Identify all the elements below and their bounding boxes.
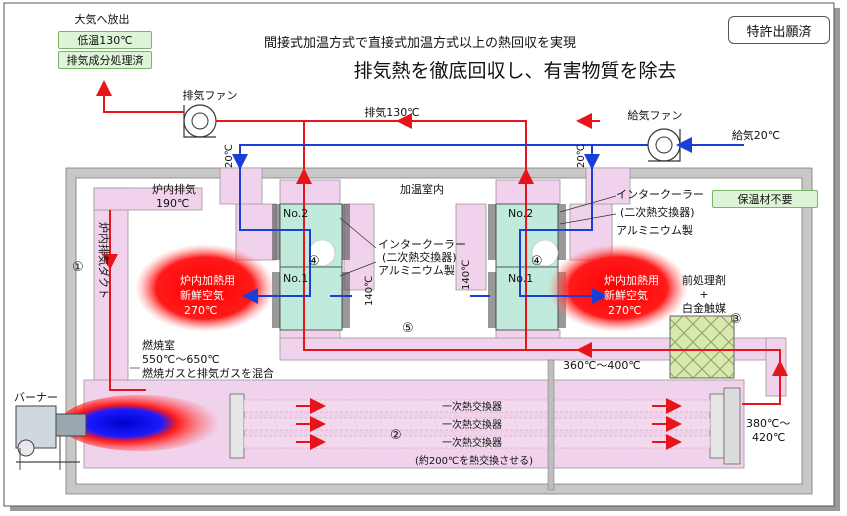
left-outer-duct xyxy=(343,203,375,291)
left-air-label-3: 270℃ xyxy=(184,304,217,317)
right-intercooler-label-3: アルミニウム製 xyxy=(616,223,693,237)
burner-flame xyxy=(60,395,220,451)
right-intercooler-label-1: インタークーラー xyxy=(616,188,704,201)
right-hot-air-flame xyxy=(548,244,688,332)
temp-140-left: 140℃ xyxy=(364,276,375,306)
combustion-label-3: 燃焼ガスと排気ガスを混合 xyxy=(142,366,274,380)
left-hot-air-flame xyxy=(135,244,275,332)
temp-140-right: 140℃ xyxy=(461,260,472,290)
catalyst-box xyxy=(669,315,735,379)
right-outer-duct xyxy=(455,203,487,291)
patent-badge: 特許出願済 xyxy=(728,16,830,44)
marker-5: ⑤ xyxy=(402,321,414,336)
duct-label: 炉内排気ダクト xyxy=(97,222,111,299)
room-label: 加温室内 xyxy=(400,182,444,196)
hx-label-3: 一次熱交換器 xyxy=(442,436,502,449)
supply-fan-icon xyxy=(647,128,681,162)
hx-tube-3 xyxy=(243,435,711,449)
right-intercooler-label-2: (二次熱交換器) xyxy=(620,205,695,219)
temp-380-label-2: 420℃ xyxy=(752,431,785,444)
exhaust-fan-icon xyxy=(183,104,217,138)
temp-380-label-1: 380℃～ xyxy=(746,417,790,430)
burner-label: バーナー xyxy=(14,391,58,404)
exhaust-fan-label: 排気ファン xyxy=(183,88,238,102)
temp-20-left: 20℃ xyxy=(224,144,235,168)
exhaust-out-arrow xyxy=(96,80,184,113)
right-air-label-1: 炉内加熱用 xyxy=(604,273,659,287)
left-top-duct xyxy=(279,179,341,205)
supply-flow-left xyxy=(239,144,648,297)
left-air-label-1: 炉内加熱用 xyxy=(180,273,235,287)
marker-3: ③ xyxy=(730,312,742,327)
subtitle: 間接式加温方式で直接式加温方式以上の熱回収を実現 xyxy=(264,35,576,51)
page-title: 排気熱を徹底回収し、有害物質を除去 xyxy=(353,60,676,82)
right-air-label-2: 新鮮空気 xyxy=(604,288,648,302)
marker-2: ② xyxy=(390,428,402,443)
combustion-label-1: 燃焼室 xyxy=(142,338,175,352)
hx-label-2: 一次熱交換器 xyxy=(442,418,502,431)
furnace-exhaust-label: 炉内排気 xyxy=(152,182,196,196)
hx-tube-2 xyxy=(243,417,711,431)
left-intercooler-label-3: アルミニウム製 xyxy=(378,263,455,277)
supply-fan-label: 給気ファン xyxy=(628,108,683,122)
marker-1: ① xyxy=(72,260,84,275)
hx-label-1: 一次熱交換器 xyxy=(442,400,502,413)
left-no1-label: No.1 xyxy=(283,272,308,285)
outlet-temp-box: 低温130℃ xyxy=(58,31,152,49)
right-no2-label: No.2 xyxy=(508,207,533,220)
no-insulation-box: 保温材不要 xyxy=(712,190,818,208)
left-air-label-2: 新鮮空気 xyxy=(180,288,224,302)
hx-tube-1 xyxy=(243,399,711,413)
left-intercooler-label-2: (二次熱交換器) xyxy=(382,250,457,264)
marker-4-right: ④ xyxy=(531,254,543,269)
supply-flow-right xyxy=(519,145,593,297)
furnace-exhaust-flow xyxy=(109,210,146,391)
hx-note: (約200℃を熱交換させる) xyxy=(415,454,533,467)
outlet-label: 大気へ放出 xyxy=(75,12,130,26)
exhaust-flow-left xyxy=(216,120,781,405)
pretreatment-label-2: + xyxy=(699,288,708,301)
pretreatment-label-1: 前処理剤 xyxy=(682,273,726,287)
marker-4-left: ④ xyxy=(308,254,320,269)
exhaust-flow-right xyxy=(304,120,527,350)
left-intercooler-label-1: インタークーラー xyxy=(378,238,466,251)
left-no2-label: No.2 xyxy=(283,207,308,220)
furnace-exhaust-duct-top xyxy=(93,187,203,211)
supply-temp-label: 給気20℃ xyxy=(732,128,780,142)
exhaust-temp-label: 排気130℃ xyxy=(364,105,419,119)
riser-duct xyxy=(765,337,787,397)
pretreatment-label-3: 白金触媒 xyxy=(682,301,726,315)
right-no1-label: No.1 xyxy=(508,272,533,285)
building-wall xyxy=(65,167,813,495)
temp-360-label: 360℃～400℃ xyxy=(563,359,641,372)
furnace-exhaust-temp: 190℃ xyxy=(156,197,189,210)
outlet-treated-box: 排気成分処理済 xyxy=(58,51,152,69)
temp-20-right: 20℃ xyxy=(576,144,587,168)
right-top-duct xyxy=(495,179,561,205)
combustion-label-2: 550℃～650℃ xyxy=(142,353,220,366)
burner-icon xyxy=(15,405,87,470)
right-air-label-3: 270℃ xyxy=(608,304,641,317)
